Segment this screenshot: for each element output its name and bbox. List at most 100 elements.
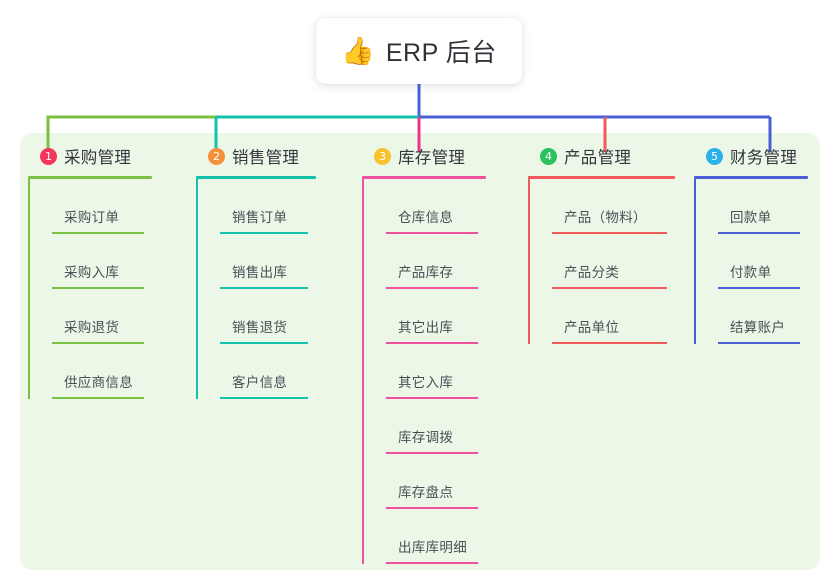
column-header-rule — [28, 176, 152, 179]
leaf-item[interactable]: 仓库信息 — [386, 179, 486, 234]
column-badge-icon: 3 — [374, 147, 391, 165]
leaf-item[interactable]: 产品分类 — [552, 234, 675, 289]
leaf-item-rule — [52, 232, 144, 234]
column-leaf-list: 销售订单销售出库销售退货客户信息 — [196, 179, 316, 399]
leaf-item-rule — [52, 342, 144, 344]
column-1: 1 采购管理采购订单采购入库采购退货供应商信息 — [28, 143, 152, 399]
leaf-item[interactable]: 客户信息 — [220, 344, 316, 399]
leaf-item-label: 出库库明细 — [398, 540, 467, 555]
leaf-item-label: 仓库信息 — [398, 210, 454, 225]
column-badge-icon: 2 — [208, 147, 225, 165]
leaf-item-label: 采购退货 — [64, 320, 120, 335]
column-header-3[interactable]: 3 库存管理 — [362, 143, 486, 169]
column-title: 库存管理 — [398, 149, 466, 167]
leaf-item-rule — [386, 507, 478, 509]
column-spine — [362, 179, 364, 564]
leaf-item-label: 回款单 — [730, 210, 772, 225]
column-header-rule — [528, 176, 675, 179]
leaf-item[interactable]: 销售出库 — [220, 234, 316, 289]
root-title: ERP 后台 — [385, 39, 497, 67]
leaf-item-rule — [220, 287, 308, 289]
root-node-card[interactable]: 👍 ERP 后台 — [316, 18, 522, 84]
column-spine — [196, 179, 198, 399]
diagram-panel — [20, 133, 820, 570]
leaf-item[interactable]: 出库库明细 — [386, 509, 486, 564]
leaf-item[interactable]: 其它出库 — [386, 289, 486, 344]
leaf-item[interactable]: 供应商信息 — [52, 344, 152, 399]
leaf-item-label: 销售出库 — [232, 265, 288, 280]
column-spine — [694, 179, 696, 344]
leaf-item-rule — [718, 232, 800, 234]
leaf-item-label: 其它入库 — [398, 375, 454, 390]
leaf-item-rule — [718, 342, 800, 344]
column-header-rule — [694, 176, 808, 179]
column-badge-icon: 1 — [40, 147, 57, 165]
leaf-item-label: 销售订单 — [232, 210, 288, 225]
leaf-item[interactable]: 产品（物料） — [552, 179, 675, 234]
leaf-item[interactable]: 采购订单 — [52, 179, 152, 234]
leaf-item-label: 库存盘点 — [398, 485, 454, 500]
column-badge-icon: 4 — [540, 147, 557, 165]
column-header-5[interactable]: 5 财务管理 — [694, 143, 808, 169]
leaf-item[interactable]: 采购入库 — [52, 234, 152, 289]
leaf-item-rule — [220, 342, 308, 344]
leaf-item-rule — [52, 287, 144, 289]
column-spine — [28, 179, 30, 399]
column-badge-icon: 5 — [706, 147, 723, 165]
leaf-item-label: 销售退货 — [232, 320, 288, 335]
leaf-item[interactable]: 销售退货 — [220, 289, 316, 344]
leaf-item-label: 客户信息 — [232, 375, 288, 390]
leaf-item-label: 其它出库 — [398, 320, 454, 335]
leaf-item-label: 产品分类 — [564, 265, 620, 280]
leaf-item-label: 采购订单 — [64, 210, 120, 225]
column-header-4[interactable]: 4 产品管理 — [528, 143, 675, 169]
column-leaf-list: 仓库信息产品库存其它出库其它入库库存调拨库存盘点出库库明细 — [362, 179, 486, 564]
leaf-item[interactable]: 付款单 — [718, 234, 808, 289]
thumbs-up-icon: 👍 — [341, 35, 375, 66]
leaf-item-rule — [552, 287, 667, 289]
leaf-item[interactable]: 产品单位 — [552, 289, 675, 344]
leaf-item-rule — [386, 397, 478, 399]
leaf-item[interactable]: 结算账户 — [718, 289, 808, 344]
leaf-item-rule — [220, 397, 308, 399]
leaf-item-label: 采购入库 — [64, 265, 120, 280]
column-title: 产品管理 — [564, 149, 632, 167]
leaf-item-rule — [552, 232, 667, 234]
column-2: 2 销售管理销售订单销售出库销售退货客户信息 — [196, 143, 316, 399]
leaf-item-rule — [386, 342, 478, 344]
leaf-item[interactable]: 销售订单 — [220, 179, 316, 234]
leaf-item-rule — [386, 232, 478, 234]
column-header-1[interactable]: 1 采购管理 — [28, 143, 152, 169]
column-5: 5 财务管理回款单付款单结算账户 — [694, 143, 808, 344]
leaf-item-label: 付款单 — [730, 265, 772, 280]
column-spine — [528, 179, 530, 344]
leaf-item[interactable]: 回款单 — [718, 179, 808, 234]
column-4: 4 产品管理产品（物料） 产品分类产品单位 — [528, 143, 675, 344]
leaf-item-rule — [220, 232, 308, 234]
leaf-item-rule — [552, 342, 667, 344]
column-leaf-list: 回款单付款单结算账户 — [694, 179, 808, 344]
leaf-item-label: 供应商信息 — [64, 375, 133, 390]
leaf-item[interactable]: 库存调拨 — [386, 399, 486, 454]
column-3: 3 库存管理仓库信息产品库存其它出库其它入库库存调拨库存盘点出库库明细 — [362, 143, 486, 564]
leaf-item-label: 产品单位 — [564, 320, 620, 335]
leaf-item[interactable]: 其它入库 — [386, 344, 486, 399]
leaf-item-rule — [386, 452, 478, 454]
leaf-item-label: 产品（物料） — [564, 210, 647, 225]
leaf-item-label: 产品库存 — [398, 265, 454, 280]
column-title: 财务管理 — [730, 149, 798, 167]
leaf-item-rule — [52, 397, 144, 399]
leaf-item[interactable]: 库存盘点 — [386, 454, 486, 509]
column-header-rule — [362, 176, 486, 179]
leaf-item[interactable]: 产品库存 — [386, 234, 486, 289]
leaf-item-label: 库存调拨 — [398, 430, 454, 445]
leaf-item-rule — [386, 562, 478, 564]
column-title: 采购管理 — [64, 149, 132, 167]
leaf-item-rule — [718, 287, 800, 289]
column-title: 销售管理 — [232, 149, 300, 167]
leaf-item-label: 结算账户 — [730, 320, 786, 335]
leaf-item[interactable]: 采购退货 — [52, 289, 152, 344]
column-leaf-list: 采购订单采购入库采购退货供应商信息 — [28, 179, 152, 399]
column-leaf-list: 产品（物料） 产品分类产品单位 — [528, 179, 675, 344]
column-header-2[interactable]: 2 销售管理 — [196, 143, 316, 169]
